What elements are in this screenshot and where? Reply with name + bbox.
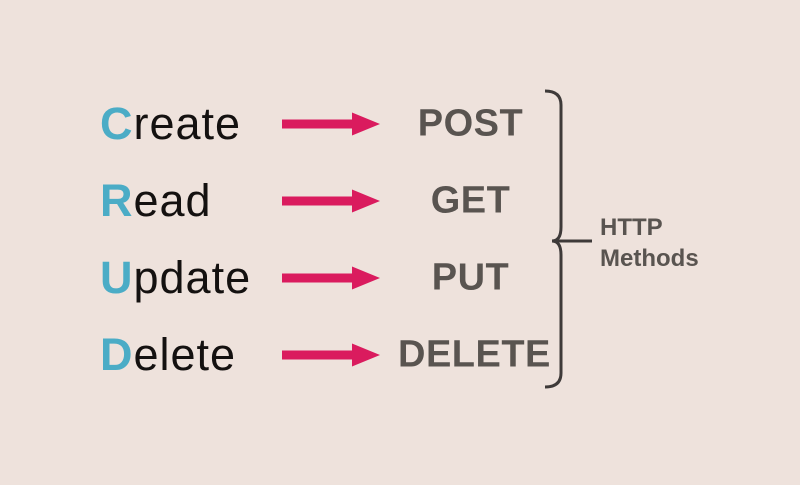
operation-read-initial: R	[100, 175, 134, 226]
operation-read: Read	[100, 175, 212, 227]
operation-delete-rest: elete	[133, 329, 237, 380]
bracket-label: HTTP Methods	[600, 214, 699, 272]
arrow-right-icon	[282, 266, 380, 290]
method-delete: DELETE	[398, 333, 551, 376]
operation-update-initial: U	[100, 252, 134, 303]
row-read: Read GET	[0, 175, 800, 227]
operation-read-rest: ead	[133, 175, 212, 226]
arrow-right-icon	[282, 189, 380, 213]
method-get: GET	[430, 179, 511, 222]
operation-create: Create	[100, 98, 241, 150]
operation-delete: Delete	[100, 329, 236, 381]
row-create: Create POST	[0, 98, 800, 150]
operation-update-rest: pdate	[133, 252, 252, 303]
method-put: PUT	[431, 256, 510, 299]
right-brace-icon	[544, 89, 592, 389]
operation-create-initial: C	[100, 98, 134, 149]
operation-delete-initial: D	[100, 329, 134, 380]
method-post: POST	[417, 102, 524, 145]
row-update: Update PUT	[0, 252, 800, 304]
row-delete: Delete DELETE	[0, 329, 800, 381]
arrow-right-icon	[282, 343, 380, 367]
arrow-right-icon	[282, 112, 380, 136]
operation-create-rest: reate	[133, 98, 242, 149]
operation-update: Update	[100, 252, 251, 304]
